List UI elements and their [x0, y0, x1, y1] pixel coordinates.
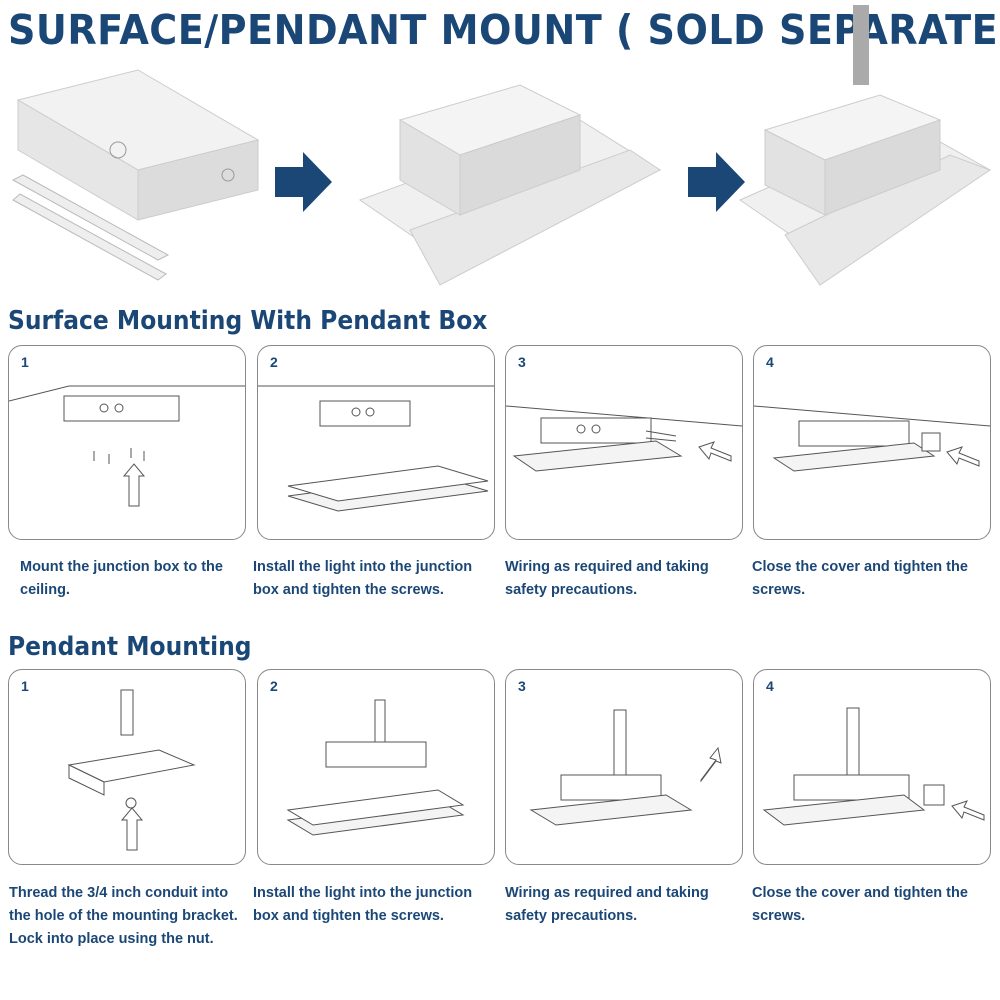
pendant-step-4-panel: 4	[753, 669, 991, 865]
surface-step-3-caption: Wiring as required and taking safety pre…	[505, 559, 709, 598]
close-cover-illustration	[754, 405, 990, 472]
pendant-step-3-caption: Wiring as required and taking safety pre…	[505, 885, 709, 924]
step-number: 3	[518, 354, 526, 370]
pendant-step-4-caption: Close the cover and tighten the screws.	[752, 885, 968, 924]
pendant-step-2-panel: 2	[257, 669, 495, 865]
page-title: SURFACE/PENDANT MOUNT ( SOLD SEPARATELY …	[8, 6, 1000, 54]
light-with-pendant-image	[738, 5, 992, 286]
thread-conduit-illustration	[67, 689, 196, 851]
arrow-right-icon	[688, 152, 745, 212]
install-light-illustration	[258, 385, 494, 512]
surface-step-1-panel: 1	[8, 345, 246, 540]
pendant-mounting-heading: Pendant Mounting	[8, 632, 252, 662]
surface-step-1-caption: Mount the junction box to the ceiling.	[20, 559, 223, 598]
surface-step-4-caption: Close the cover and tighten the screws.	[752, 559, 968, 598]
step-number: 4	[766, 678, 774, 694]
step-number: 1	[21, 354, 29, 370]
surface-mounting-heading: Surface Mounting With Pendant Box	[8, 306, 488, 336]
wiring-illustration	[506, 405, 742, 472]
light-with-junction-box-image	[358, 84, 662, 286]
install-light-pendant-illustration	[286, 699, 465, 836]
pendant-step-2-caption: Install the light into the junction box …	[253, 885, 473, 924]
wiring-pendant-illustration	[529, 709, 722, 826]
surface-step-2-caption: Install the light into the junction box …	[253, 559, 473, 598]
close-cover-pendant-illustration	[762, 707, 985, 826]
junction-box-kit-image	[11, 69, 260, 281]
mount-junction-box-illustration	[9, 385, 245, 507]
surface-step-4-panel: 4	[753, 345, 991, 540]
pendant-step-1-caption: Thread the 3/4 inch conduit into the hol…	[9, 885, 238, 947]
step-number: 4	[766, 354, 774, 370]
step-number: 2	[270, 678, 278, 694]
step-number: 1	[21, 678, 29, 694]
arrow-right-icon	[275, 152, 332, 212]
surface-step-2-panel: 2	[257, 345, 495, 540]
pendant-step-1-panel: 1	[8, 669, 246, 865]
surface-step-3-panel: 3	[505, 345, 743, 540]
pendant-step-3-panel: 3	[505, 669, 743, 865]
step-number: 3	[518, 678, 526, 694]
step-number: 2	[270, 354, 278, 370]
